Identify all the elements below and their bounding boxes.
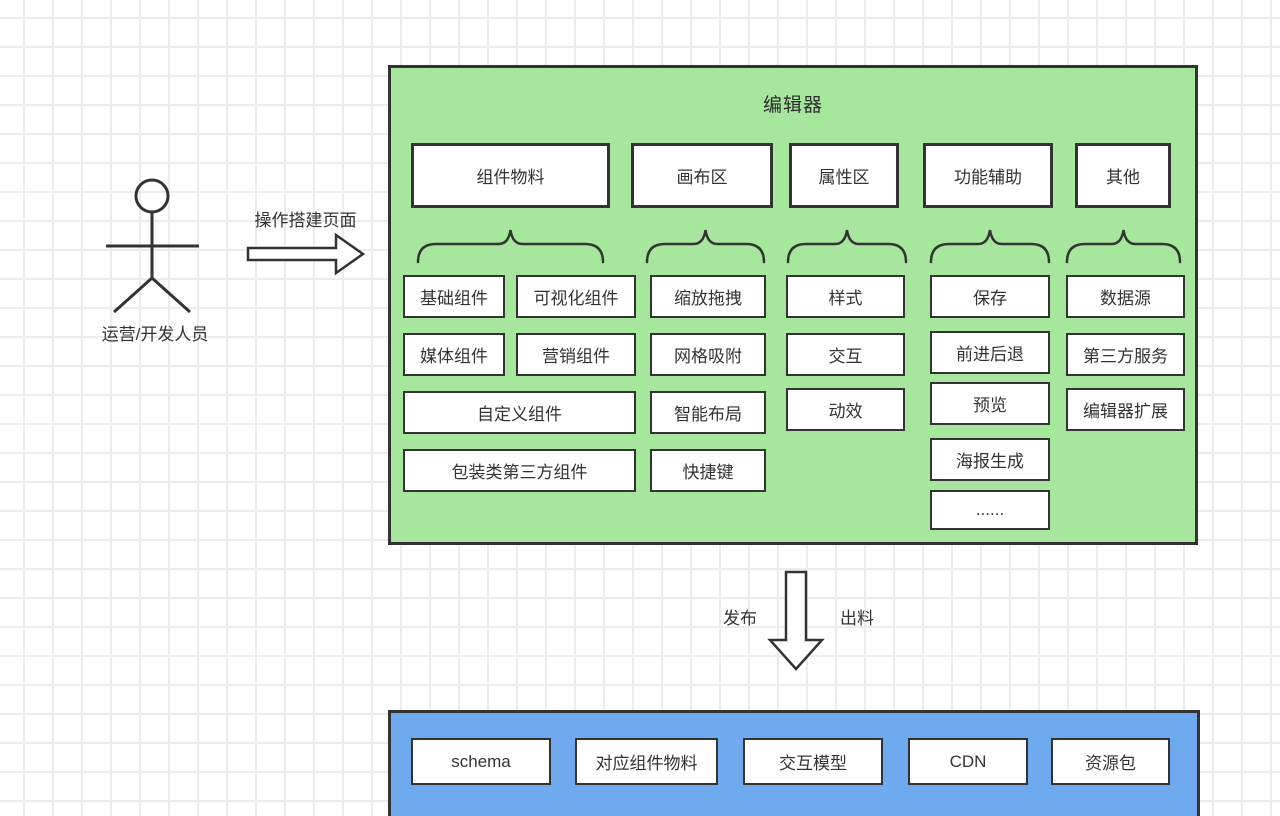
feature-box: 交互 <box>786 333 905 376</box>
feature-box: 自定义组件 <box>403 391 636 434</box>
output-item-box: CDN <box>908 738 1028 785</box>
feature-box: 基础组件 <box>403 275 505 318</box>
feature-box: 媒体组件 <box>403 333 505 376</box>
feature-box: 可视化组件 <box>516 275 636 318</box>
output-label: 出料 <box>840 609 874 628</box>
section-header-canvas: 画布区 <box>631 143 773 208</box>
feature-box: ...... <box>930 490 1050 530</box>
editor-title: 编辑器 <box>762 95 823 116</box>
feature-box: 缩放拖拽 <box>650 275 766 318</box>
brace-icon <box>929 229 1051 264</box>
feature-box: 智能布局 <box>650 391 766 434</box>
feature-box: 样式 <box>786 275 905 318</box>
feature-box: 第三方服务 <box>1066 333 1185 376</box>
output-item-box: 交互模型 <box>743 738 883 785</box>
feature-box: 包装类第三方组件 <box>403 449 636 492</box>
feature-box: 网格吸附 <box>650 333 766 376</box>
section-header-other: 其他 <box>1075 143 1171 208</box>
down-arrow-icon <box>767 570 825 671</box>
section-header-properties: 属性区 <box>789 143 899 208</box>
section-header-materials: 组件物料 <box>411 143 610 208</box>
feature-box: 营销组件 <box>516 333 636 376</box>
feature-box: 动效 <box>786 388 905 431</box>
feature-box: 预览 <box>930 382 1050 425</box>
right-arrow-icon <box>246 232 366 276</box>
output-item-box: 资源包 <box>1051 738 1170 785</box>
output-item-box: 对应组件物料 <box>575 738 718 785</box>
editor-container: 编辑器 组件物料 画布区 属性区 功能辅助 其他 基础组件 可视化组件 媒体组件… <box>388 65 1198 545</box>
actor-label: 运营/开发人员 <box>101 325 209 344</box>
build-arrow-label: 操作搭建页面 <box>254 211 357 230</box>
feature-box: 编辑器扩展 <box>1066 388 1185 431</box>
actor-figure-icon <box>106 178 199 314</box>
brace-icon <box>645 229 766 264</box>
output-container: schema 对应组件物料 交互模型 CDN 资源包 <box>388 710 1200 816</box>
feature-box: 数据源 <box>1066 275 1185 318</box>
section-header-assist: 功能辅助 <box>923 143 1053 208</box>
publish-label: 发布 <box>723 609 757 628</box>
feature-box: 海报生成 <box>930 438 1050 481</box>
feature-box: 前进后退 <box>930 331 1050 374</box>
output-item-box: schema <box>411 738 551 785</box>
feature-box: 快捷键 <box>650 449 766 492</box>
feature-box: 保存 <box>930 275 1050 318</box>
brace-icon <box>416 229 605 264</box>
brace-icon <box>786 229 908 264</box>
brace-icon <box>1065 229 1182 264</box>
